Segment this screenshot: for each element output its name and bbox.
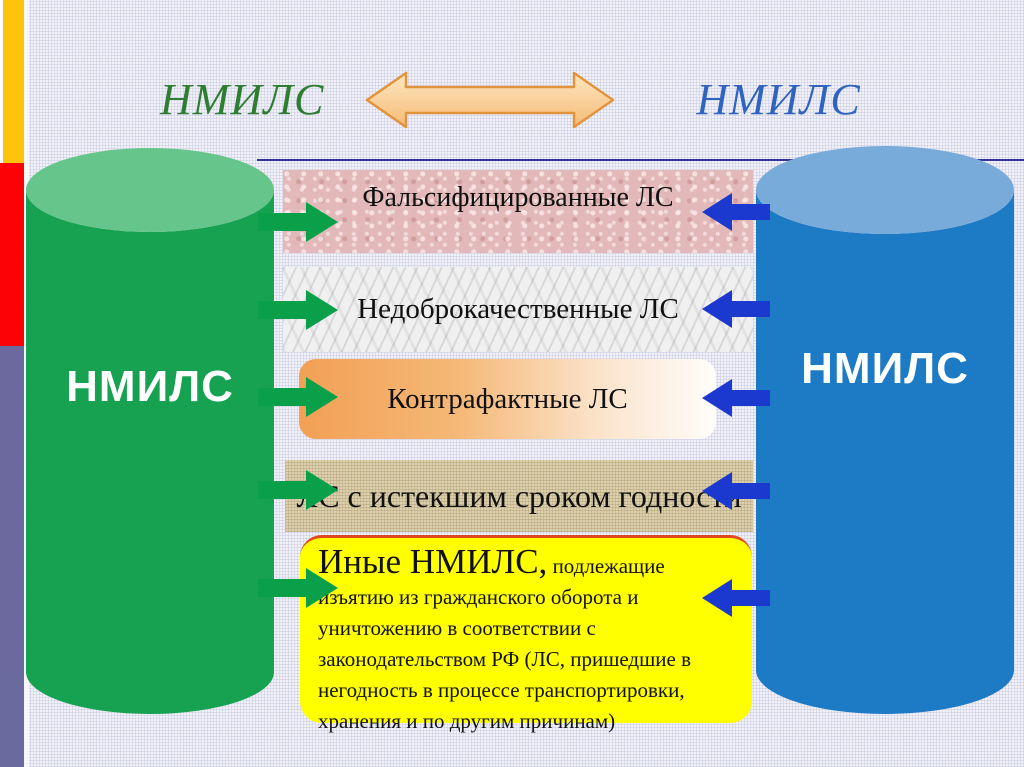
green-cylinder	[26, 148, 274, 714]
blue-arrow-icon	[702, 379, 770, 417]
green-arrow-icon	[258, 568, 338, 608]
blue-cylinder	[756, 146, 1014, 714]
band-other-rest: подлежащие изъятию из гражданского оборо…	[318, 554, 691, 733]
green-arrow-icon	[258, 377, 338, 417]
blue-arrow-icon	[702, 579, 770, 617]
left-edge-white-corner	[0, 0, 3, 163]
left-edge-bar-purple	[0, 346, 24, 767]
green-arrow-icon	[258, 290, 338, 330]
blue-arrow-icon	[702, 193, 770, 231]
band-counterfeit-label: Контрафактные ЛС	[387, 382, 628, 415]
left-edge-bar-yellow	[3, 0, 24, 163]
blue-arrow-icon	[702, 290, 770, 328]
title-left-nmils: НМИЛС	[160, 75, 325, 124]
band-expired-label: ЛС с истекшим сроком годности	[296, 477, 742, 514]
band-substandard-ls: Недоброкачественные ЛС	[283, 267, 753, 352]
green-arrow-icon	[258, 470, 338, 510]
green-cylinder-label: НМИЛС	[66, 362, 234, 411]
horizontal-divider-line	[257, 159, 1024, 161]
double-arrow-icon	[365, 71, 615, 129]
band-falsified-ls: Фальсифицированные ЛС	[283, 170, 753, 253]
title-right-nmils: НМИЛС	[696, 75, 861, 124]
blue-cylinder-label: НМИЛС	[801, 344, 969, 393]
band-other-lead: Иные НМИЛС,	[318, 542, 548, 581]
band-falsified-label: Фальсифицированные ЛС	[362, 182, 674, 213]
band-expired-ls: ЛС с истекшим сроком годности	[285, 460, 753, 532]
left-edge-bar-red	[0, 163, 24, 346]
blue-arrow-icon	[702, 472, 770, 510]
band-other-nmils: Иные НМИЛС, подлежащие изъятию из гражда…	[300, 535, 752, 733]
band-counterfeit-ls: Контрафактные ЛС	[299, 359, 716, 439]
green-arrow-icon	[258, 202, 338, 242]
band-other-text: Иные НМИЛС, подлежащие изъятию из гражда…	[318, 544, 734, 738]
band-substandard-label: Недоброкачественные ЛС	[357, 293, 679, 325]
